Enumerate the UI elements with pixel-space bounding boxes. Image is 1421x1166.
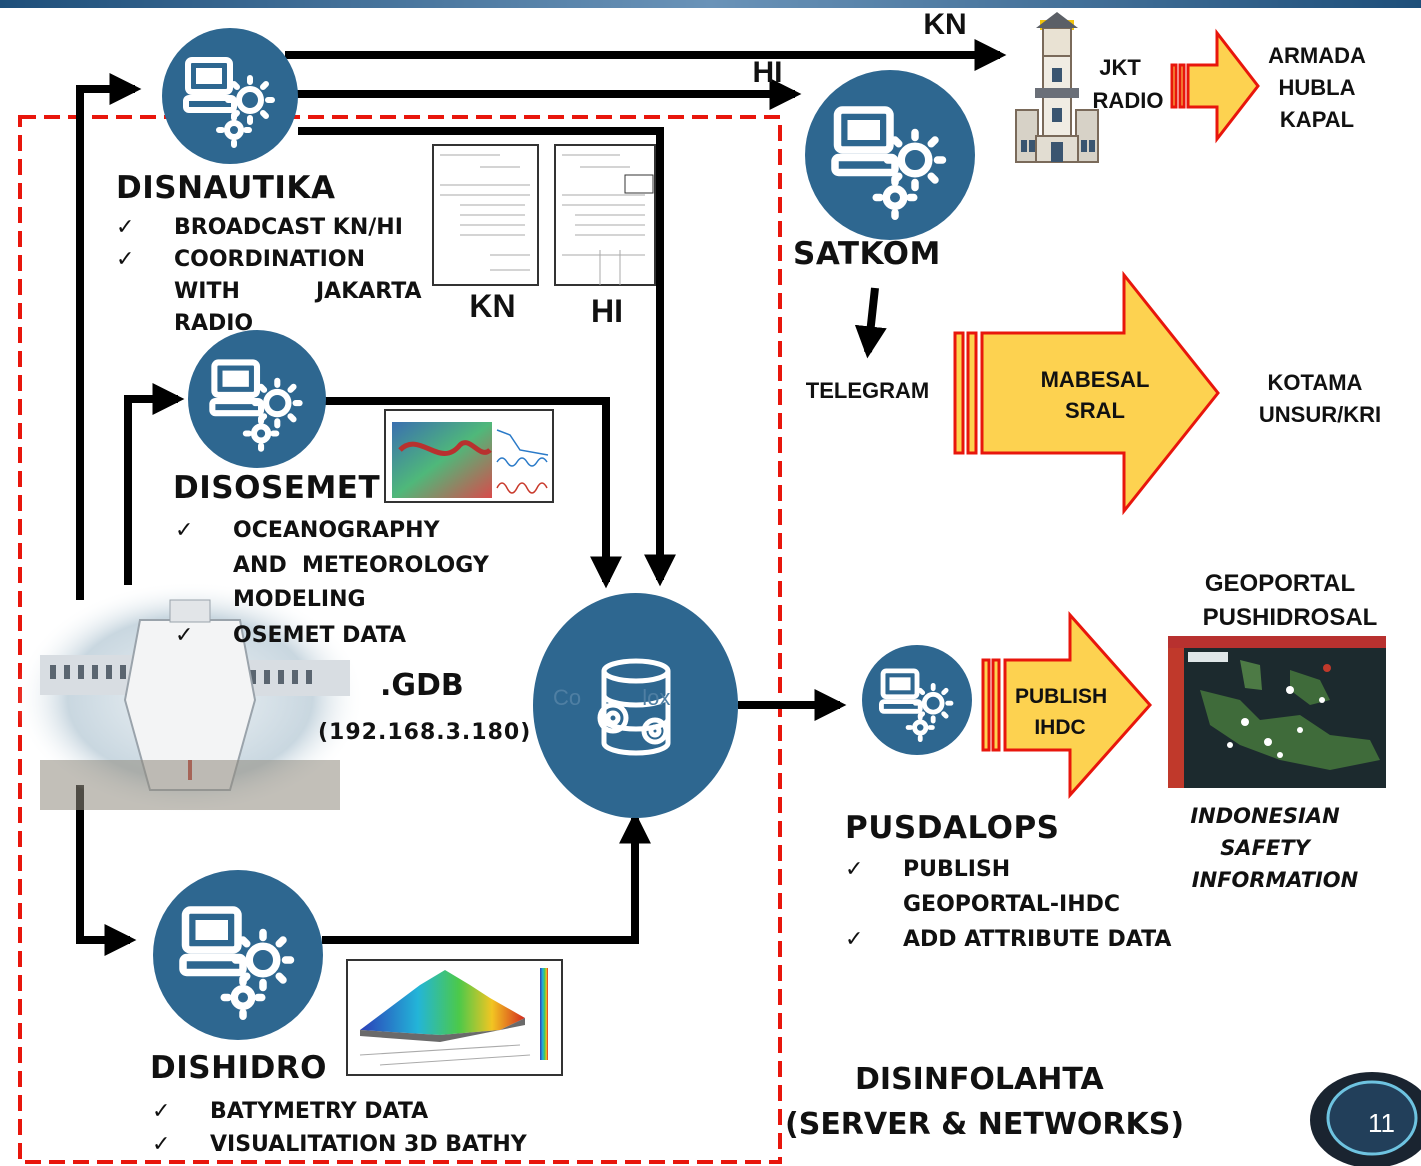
check-icon: ✓	[845, 857, 864, 882]
check-icon: ✓	[845, 927, 864, 952]
headquarters-ship-photo	[15, 581, 365, 815]
pusdalops-bullet-1: ✓ PUBLISH	[845, 852, 1205, 887]
computer-gear-icon	[831, 106, 947, 220]
connector-dishidro-to-server	[322, 811, 651, 944]
server-watermark: Co lox	[553, 685, 671, 710]
pusdalops-title: PUSDALOPS	[845, 810, 1060, 846]
connector-ship-to-dishidro	[76, 785, 137, 956]
dishidro-node	[153, 870, 323, 1040]
disosemet-bullet-1: ✓ OCEANOGRAPHY	[175, 513, 545, 548]
geoportal-title-line2: PUSHIDROSAL	[1202, 604, 1378, 631]
bathymetry-thumbnail	[346, 959, 563, 1076]
header-band	[0, 0, 1421, 8]
pusdalops-bullet-2: ✓ ADD ATTRIBUTE DATA	[845, 922, 1205, 957]
radio-label-line1: JKT	[1099, 55, 1141, 80]
server-node: Co lox	[533, 593, 738, 818]
connector-ship-to-disosemet	[124, 383, 185, 585]
disnautika-bullet-2: ✓ COORDINATION	[116, 242, 436, 277]
hi-document	[554, 144, 656, 286]
disosemet-bullet-2: ✓ OSEMET DATA	[175, 618, 545, 653]
disosemet-node	[188, 330, 326, 468]
kn-document-label: KN	[469, 288, 516, 324]
disnautika-title: DISNAUTIKA	[116, 170, 336, 206]
disosemet-bullet-1-cont2: MODELING	[233, 587, 366, 612]
arrow-armada	[1170, 28, 1260, 144]
geoportal-caption-line3: INFORMATION	[1191, 868, 1359, 892]
mabesal-line1: MABESAL	[1040, 367, 1150, 392]
check-icon: ✓	[152, 1099, 171, 1124]
connector-ship-to-disnautika	[76, 73, 142, 600]
satkom-node	[805, 70, 975, 240]
disnautika-bullet-2-cont2: RADIO	[174, 311, 254, 336]
arrow-publish	[981, 611, 1153, 799]
connector-disnautika-to-server	[298, 127, 676, 587]
mabesal-line2: SRAL	[1065, 398, 1125, 423]
computer-gear-icon	[878, 668, 954, 743]
geoportal-caption-line2: SAFETY	[1220, 836, 1310, 860]
osemet-chart-thumbnail	[384, 409, 554, 503]
kn-document	[432, 144, 539, 286]
footer-subtitle: (SERVER & NETWORKS)	[785, 1107, 1185, 1142]
computer-gear-icon	[183, 57, 275, 148]
check-icon: ✓	[116, 247, 135, 272]
page-number: 11	[1368, 1108, 1395, 1138]
pusdalops-bullet-1-cont: GEOPORTAL-IHDC	[903, 892, 1121, 917]
hi-arrow-label: HI	[752, 56, 783, 89]
connector-satkom-to-telegram	[854, 287, 887, 359]
hi-document-label: HI	[591, 293, 623, 329]
computer-gear-icon	[209, 359, 303, 452]
geoportal-map-thumbnail	[1168, 636, 1386, 788]
disinfolahta-boundary	[18, 115, 782, 1164]
page-number-badge	[1310, 1072, 1421, 1166]
disosemet-bullet-1-cont: AND METEOROLOGY	[233, 553, 489, 578]
gdb-label: .GDB	[380, 668, 464, 703]
armada-line1: ARMADA	[1268, 43, 1366, 68]
telegram-label: TELEGRAM	[805, 378, 930, 403]
connector-disosemet-to-server	[325, 397, 622, 589]
publish-line2: IHDC	[1034, 716, 1086, 739]
database-gear-icon	[597, 658, 671, 756]
pusdalops-node	[862, 645, 972, 755]
disosemet-title: DISOSEMET	[173, 470, 381, 506]
kotama-line1: KOTAMA	[1267, 370, 1363, 395]
publish-line1: PUBLISH	[1015, 685, 1108, 708]
dishidro-bullet-1: ✓ BATYMETRY DATA	[152, 1094, 572, 1129]
satkom-title: SATKOM	[793, 236, 941, 272]
check-icon: ✓	[152, 1132, 171, 1157]
disnautika-bullet-1: ✓ BROADCAST KN/HI	[116, 210, 436, 245]
geoportal-caption-line1: INDONESIAN	[1190, 804, 1340, 828]
arrow-mabesal	[953, 270, 1220, 516]
geoportal-title-line1: GEOPORTAL	[1204, 570, 1356, 597]
footer-title: DISINFOLAHTA	[855, 1062, 1104, 1097]
kotama-line2: UNSUR/KRI	[1258, 402, 1382, 427]
kn-arrow-label: KN	[923, 8, 967, 41]
computer-gear-icon	[179, 906, 295, 1020]
dishidro-title: DISHIDRO	[150, 1050, 328, 1086]
lighthouse-icon	[1015, 12, 1099, 163]
armada-line2: HUBLA	[1278, 75, 1356, 100]
radio-label-line2: RADIO	[1092, 88, 1164, 113]
armada-line3: KAPAL	[1279, 107, 1355, 132]
disnautika-node	[162, 28, 298, 164]
check-icon: ✓	[116, 215, 135, 240]
check-icon: ✓	[175, 623, 194, 648]
dishidro-bullet-2: ✓ VISUALITATION 3D BATHY	[152, 1127, 572, 1162]
check-icon: ✓	[175, 518, 194, 543]
server-ip-label: (192.168.3.180)	[318, 720, 532, 745]
disnautika-bullet-2-cont: WITH JAKARTA	[174, 279, 422, 304]
